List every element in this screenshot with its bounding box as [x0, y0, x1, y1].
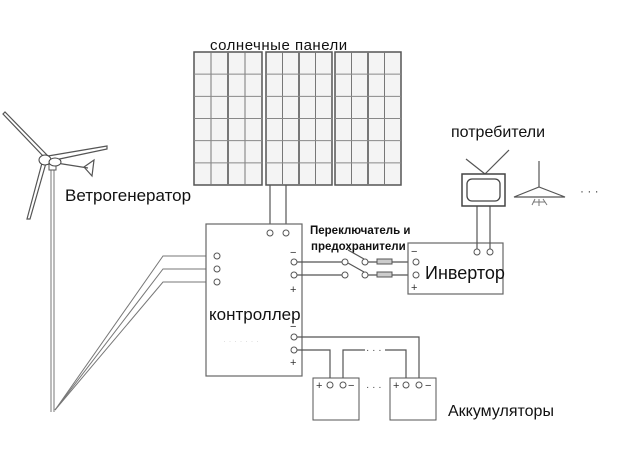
inverter-plus: + — [411, 282, 417, 294]
controller-plus-top: + — [290, 284, 296, 296]
inverter — [407, 205, 504, 295]
solar-panel-icon — [265, 51, 333, 186]
wire-ellipsis: · · · — [366, 345, 382, 356]
turbine-wires — [54, 255, 214, 411]
controller: · · · · · · · — [205, 223, 303, 377]
solar-panel-icon — [193, 51, 263, 186]
battery1-plus: + — [316, 380, 322, 392]
consumers-label: потребители — [451, 124, 545, 141]
battery-icon — [312, 377, 360, 421]
controller-minus-bottom: − — [290, 321, 296, 333]
wind-generator-label: Ветрогенератор — [65, 186, 191, 205]
controller-plus-bottom: + — [290, 357, 296, 369]
battery2-plus: + — [393, 380, 399, 392]
battery1-minus: − — [348, 380, 354, 392]
battery-wires — [297, 336, 420, 381]
lamp-icon — [513, 161, 566, 206]
consumers-ellipsis: · · · — [580, 184, 599, 198]
wind-turbine-icon — [2, 111, 108, 412]
tv-icon — [461, 149, 510, 207]
inverter-label: Инвертор — [425, 263, 505, 283]
battery2-minus: − — [425, 380, 431, 392]
switch-fuses-label-2: предохранители — [311, 241, 406, 253]
battery-ellipsis: · · · — [366, 382, 382, 393]
batteries-label: Аккумуляторы — [448, 403, 554, 420]
inverter-minus: − — [411, 246, 417, 258]
solar-panels-label: солнечные панели — [210, 37, 348, 54]
switch-icon — [297, 249, 413, 279]
controller-minus-top: − — [290, 247, 296, 259]
solar-panel-icon — [334, 51, 402, 186]
panel-wires — [269, 185, 287, 230]
controller-label: контроллер — [209, 305, 301, 324]
controller-dotted-row: · · · · · · · — [223, 336, 259, 346]
solar-panels — [193, 51, 402, 186]
fuse-icon — [376, 258, 393, 278]
battery-icon — [389, 377, 437, 421]
switch-fuses-label-1: Переключатель и — [310, 225, 410, 237]
